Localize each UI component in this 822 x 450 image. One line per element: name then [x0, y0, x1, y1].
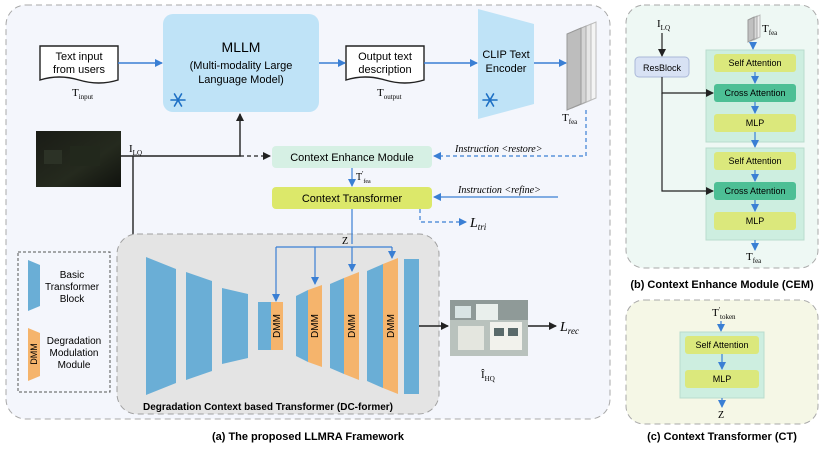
arrow-fea-to-cem [433, 110, 587, 160]
cem-mlp-1 [714, 114, 796, 132]
legend-dmm-2: Modulation [50, 348, 99, 359]
encoder-block-1 [146, 257, 176, 395]
cem-mlp-1-label: MLP [746, 118, 765, 128]
decoder-block-2 [330, 278, 344, 374]
restored-image [450, 300, 528, 356]
i-hq-label: ÎHQ [481, 369, 495, 383]
decoder-block-3 [367, 264, 383, 388]
legend-orange-block [28, 328, 40, 381]
arrow-resblock-to-ca2 [661, 93, 714, 195]
caption-a: (a) The proposed LLMRA Framework [212, 431, 405, 443]
instruction-restore-label: Instruction <restore> [454, 144, 542, 155]
cem-mlp-2 [714, 212, 796, 230]
lq-image-detail [44, 150, 62, 164]
clip-label-1: CLIP Text [482, 49, 529, 61]
ct-box-label: Context Transformer [302, 193, 403, 205]
legend-dmm-short: DMM [29, 343, 39, 365]
clip-label-2: Encoder [486, 63, 527, 75]
cem-feature-stack-icon [747, 14, 761, 43]
dmm-block-1 [271, 302, 283, 350]
l-tri-label: Ltri [469, 216, 487, 232]
legend-basic-1: Basic [60, 270, 84, 281]
cem-cross-attention-2 [714, 182, 796, 200]
cem-mlp-2-label: MLP [746, 216, 765, 226]
ct-t-token-label: T'token [712, 306, 736, 321]
legend-dmm-1: Degradation [47, 336, 101, 347]
arrow-ct-to-ltri [419, 209, 467, 226]
mllm-sub-2: Language Model) [198, 74, 284, 86]
mllm-title: MLLM [222, 39, 261, 55]
instruction-refine-label: Instruction <refine> [457, 185, 541, 196]
clip-encoder-box [478, 9, 534, 119]
t-output-label: Toutput [377, 87, 402, 101]
output-text-doc: Output text description [345, 45, 425, 84]
ct-mlp-label: MLP [713, 374, 732, 384]
decoder-block-1 [296, 290, 308, 362]
encoder-block-2 [186, 272, 212, 380]
mllm-sub-1: (Multi-modality Large [190, 60, 293, 72]
caption-c: (c) Context Transformer (CT) [647, 431, 797, 443]
caption-b: (b) Context Enhance Module (CEM) [630, 279, 814, 291]
ct-z-label: Z [718, 410, 724, 421]
bottleneck-block [258, 302, 271, 350]
dmm-block-3 [344, 272, 359, 380]
cem-cross-attention-1 [714, 84, 796, 102]
feature-stack-icon [566, 21, 597, 111]
text-input-label-1: Text input [55, 51, 102, 63]
cem-box-label: Context Enhance Module [290, 152, 414, 164]
cem-i-lq-label: ILQ [657, 18, 670, 32]
cem-box [272, 146, 432, 168]
t-fea-prime-label: T'fea [356, 170, 371, 185]
output-text-label-2: description [358, 64, 411, 76]
output-text-label-1: Output text [358, 51, 412, 63]
text-input-label-2: from users [53, 64, 105, 76]
dmm-label-4: DMM [386, 314, 397, 338]
dc-former-label: Degradation Context based Transformer (D… [143, 402, 393, 413]
snowflake-icon [482, 93, 498, 107]
cem-self-attention-2 [714, 152, 796, 170]
ct-self-attention-label: Self Attention [695, 340, 748, 350]
legend-basic-2: Transformer [45, 282, 100, 293]
encoder-block-3 [222, 288, 248, 364]
dmm-block-4 [383, 258, 398, 394]
z-label: Z [342, 236, 348, 247]
lq-image-detail [70, 146, 100, 166]
cem-cross-attention-1-label: Cross Attention [724, 88, 785, 98]
snowflake-icon [170, 93, 186, 107]
dmm-label-1: DMM [272, 314, 283, 338]
dmm-label-3: DMM [347, 314, 358, 338]
i-lq-label: ILQ [129, 143, 142, 157]
legend-dmm-3: Module [58, 360, 91, 371]
dmm-block-2 [308, 285, 322, 367]
cem-self-attention-1-label: Self Attention [728, 58, 781, 68]
cem-t-fea-top: Tfea [762, 23, 778, 37]
t-fea-label: Tfea [562, 112, 578, 126]
cem-t-fea-bottom: Tfea [746, 251, 762, 265]
mllm-box [163, 14, 319, 112]
ct-self-attention [685, 336, 759, 354]
cem-self-attention-1 [714, 54, 796, 72]
cem-cross-attention-2-label: Cross Attention [724, 186, 785, 196]
l-rec-label: Lrec [559, 320, 579, 336]
resblock-label: ResBlock [643, 63, 682, 73]
cem-self-attention-2-label: Self Attention [728, 156, 781, 166]
text-input-doc: Text input from users [39, 45, 119, 84]
dmm-label-2: DMM [310, 314, 321, 338]
ct-mlp [685, 370, 759, 388]
legend-basic-3: Block [60, 294, 85, 305]
ct-box [272, 187, 432, 209]
final-block [404, 259, 419, 394]
legend-blue-block [28, 260, 40, 311]
legend-box [17, 251, 111, 393]
t-input-label: Tinput [72, 87, 93, 101]
